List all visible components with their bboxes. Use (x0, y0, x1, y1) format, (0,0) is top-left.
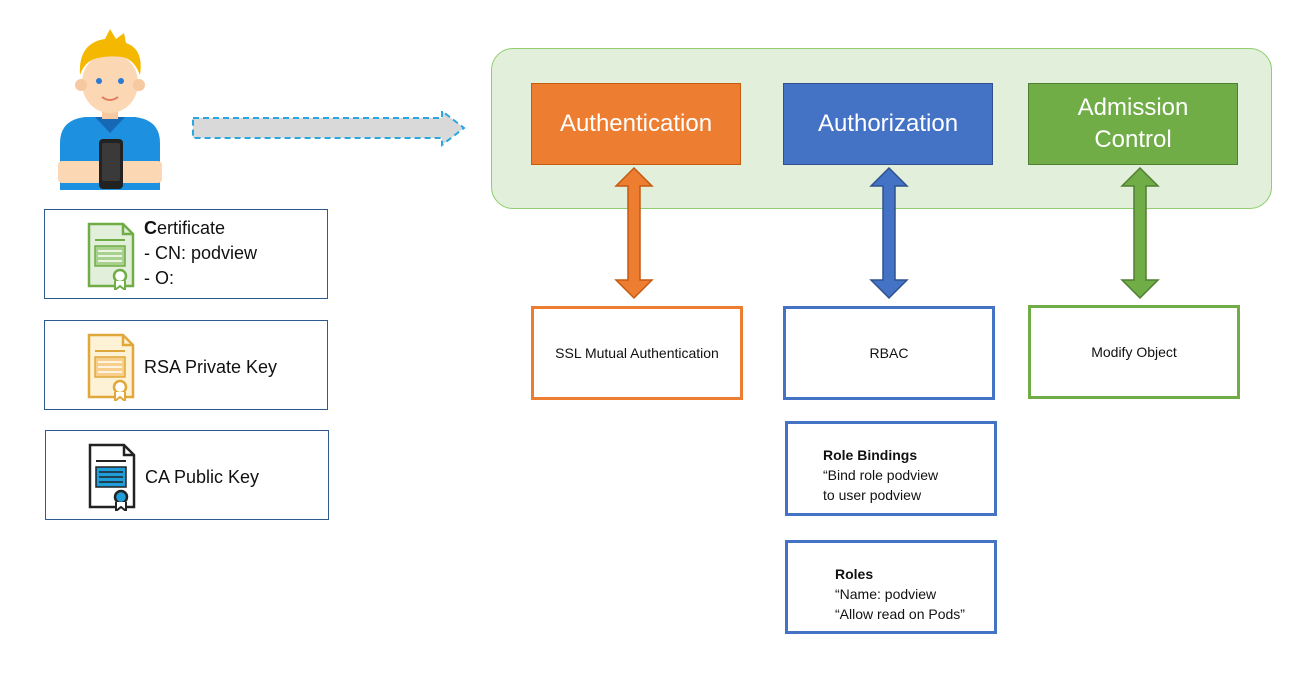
rbac-label: RBAC (869, 345, 909, 361)
roles-line-2: “Allow read on Pods” (835, 606, 965, 622)
certificate-cn-line: - CN: podview (144, 243, 258, 263)
modify-object-label: Modify Object (1091, 344, 1177, 360)
admission-control-label: Admission Control (1077, 94, 1189, 153)
role-bindings-line-2: to user podview (823, 487, 922, 503)
roles-line-1: “Name: podview (835, 586, 937, 602)
roles-title: Roles (835, 566, 874, 582)
rsa-private-key-card: RSA Private Key (44, 320, 328, 410)
authorization-label: Authorization (817, 110, 959, 137)
ca-public-key-card: CA Public Key (45, 430, 329, 520)
role-bindings-line-1: “Bind role podview (823, 467, 939, 483)
user-with-phone-icon (50, 25, 170, 195)
private-key-certificate-icon (81, 331, 137, 401)
authorization-double-arrow (869, 166, 909, 300)
admission-control-stage: Admission Control (1028, 83, 1238, 165)
ssl-mutual-authentication-label: SSL Mutual Authentication (555, 345, 719, 361)
certificate-card: Certificate - CN: podview - O: (44, 209, 328, 299)
request-arrow (190, 108, 470, 148)
modify-object-box: Modify Object (1028, 305, 1240, 399)
ca-public-key-label: CA Public Key (145, 467, 260, 487)
authorization-stage: Authorization (783, 83, 993, 165)
certificate-icon (81, 220, 137, 290)
roles-box: Roles “Name: podview “Allow read on Pods… (785, 540, 997, 634)
certificate-text: Certificate - CN: podview - O: (144, 216, 257, 291)
public-key-certificate-icon (82, 441, 138, 511)
authentication-stage: Authentication (531, 83, 741, 165)
certificate-title: ertificate (157, 218, 226, 238)
ssl-mutual-authentication-box: SSL Mutual Authentication (531, 306, 743, 400)
role-bindings-box: Role Bindings “Bind role podview to user… (785, 421, 997, 516)
certificate-lead-letter: C (144, 218, 157, 238)
role-bindings-title: Role Bindings (823, 447, 918, 463)
admission-control-double-arrow (1120, 166, 1160, 300)
authentication-double-arrow (614, 166, 654, 300)
rbac-box: RBAC (783, 306, 995, 400)
certificate-o-line: - O: (144, 268, 174, 288)
authentication-label: Authentication (559, 110, 713, 137)
rsa-private-key-label: RSA Private Key (144, 357, 278, 377)
